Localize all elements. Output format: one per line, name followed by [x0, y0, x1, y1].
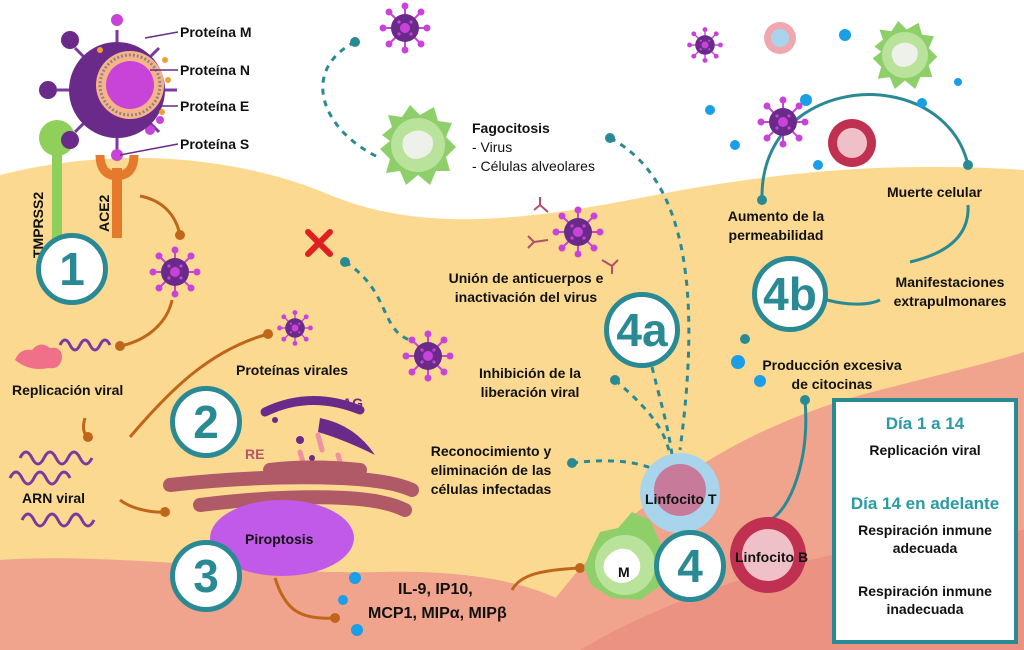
label-protein-n: Proteína N — [180, 62, 251, 78]
legend-dia1-sub: Replicación viral — [869, 442, 981, 458]
label-citocinas-1: IL-9, IP10, — [398, 581, 473, 598]
label-linfocito-b: Linfocito B — [735, 549, 809, 565]
label-macrofago: M — [618, 564, 630, 580]
step-3-circle: 3 — [170, 540, 242, 612]
label-union-2: inactivación del virus — [454, 289, 598, 305]
label-replicacion-viral: Replicación viral — [12, 382, 124, 398]
step-4a-circle: 4a — [604, 292, 680, 368]
label-ace2: ACE2 — [96, 194, 112, 232]
step-4-circle: 4 — [654, 530, 726, 602]
label-fagocitosis: Fagocitosis — [472, 120, 550, 136]
label-aumento-1: Aumento de la — [727, 208, 825, 224]
label-reconocimiento-1: Reconocimiento y — [430, 443, 552, 459]
label-fagocitosis-celulas: - Células alveolares — [472, 158, 595, 174]
label-union-1: Unión de anticuerpos e — [448, 270, 604, 286]
label-muerte-celular: Muerte celular — [887, 184, 982, 200]
label-proteinas-virales: Proteínas virales — [236, 362, 349, 378]
label-protein-m: Proteína M — [180, 24, 252, 40]
legend-adecuada-2: adecuada — [892, 540, 958, 556]
label-ag: AG — [342, 395, 363, 411]
label-linfocito-t: Linfocito T — [645, 491, 717, 507]
legend-inadecuada-2: inadecuada — [886, 601, 964, 617]
step-4b-circle: 4b — [752, 256, 828, 332]
label-citocinas-2: MCP1, MIPα, MIPβ — [368, 605, 507, 622]
label-re: RE — [245, 446, 265, 462]
label-reconocimiento-3: células infectadas — [430, 481, 552, 497]
label-aumento-2: permeabilidad — [728, 227, 824, 243]
label-produccion-1: Producción excesiva — [762, 357, 902, 373]
step-2-circle: 2 — [170, 386, 242, 458]
label-reconocimiento-2: eliminación de las — [430, 462, 552, 478]
label-arn-viral: ARN viral — [22, 490, 86, 506]
label-inhibicion-1: Inhibición de la — [479, 365, 581, 381]
label-piroptosis: Piroptosis — [245, 531, 314, 547]
label-protein-e: Proteína E — [180, 98, 250, 114]
step-1-circle: 1 — [36, 233, 108, 305]
legend-box: Día 1 a 14 Replicación viral Día 14 en a… — [832, 398, 1018, 644]
legend-dia14-title: Día 14 en adelante — [850, 494, 1000, 513]
label-manifest-1: Manifestaciones — [895, 274, 1005, 290]
legend-inadecuada-1: Respiración inmune — [858, 583, 992, 599]
legend-dia1-title: Día 1 a 14 — [885, 414, 965, 433]
label-protein-s: Proteína S — [180, 136, 250, 152]
label-fagocitosis-virus: - Virus — [472, 139, 513, 155]
label-inhibicion-2: liberación viral — [480, 384, 580, 400]
label-manifest-2: extrapulmonares — [893, 293, 1007, 309]
label-produccion-2: de citocinas — [791, 376, 873, 392]
legend-adecuada-1: Respiración inmune — [858, 522, 992, 538]
